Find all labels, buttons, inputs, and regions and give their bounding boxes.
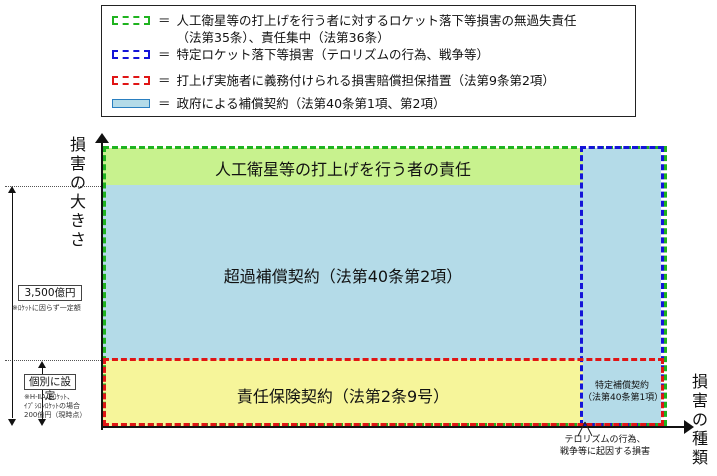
amount-label: 3,500億円 <box>24 287 76 299</box>
legend-text: 政府による補償契約（法第40条第1項、第2項） <box>176 96 446 111</box>
legend-item-fill: ＝ 政府による補償契約（法第40条第1項、第2項） <box>102 95 445 112</box>
blue-dashed-swatch-icon <box>112 50 150 59</box>
operator-liability-region <box>103 148 583 185</box>
specific-compensation-label: 特定補償契約 （法第40条第1項） <box>583 380 664 404</box>
legend-text: 特定ロケット落下等損害（テロリズムの行為、戦争等） <box>176 47 490 62</box>
blue-fill-swatch-icon <box>112 99 150 108</box>
legend-equals: ＝ <box>158 13 171 28</box>
dotted-guide-top <box>5 186 101 187</box>
amount-arrow-up-icon <box>8 186 16 193</box>
individual-note-line2: ｲﾌﾟｼﾛﾝﾛｹｯﾄの場合 <box>24 402 80 410</box>
x-axis-line <box>101 426 686 428</box>
operator-liability-label: 人工衛星等の打上げを行う者の責任 <box>214 160 471 179</box>
specific-compensation-region <box>583 360 661 426</box>
excess-compensation-region <box>103 185 661 360</box>
legend-equals: ＝ <box>158 73 171 88</box>
dotted-guide-mid <box>5 360 101 361</box>
amount-dimension-line <box>12 192 13 418</box>
terror-callout-lines <box>577 421 593 437</box>
individual-dimension-line <box>42 367 43 419</box>
legend-item-green: ＝ 人工衛星等の打上げを行う者に対するロケット落下等損害の無過失責任 （法第35… <box>102 12 577 46</box>
terror-callout: テロリズムの行為、 戦争等に起因する損害 <box>540 434 670 458</box>
top-right-compensation-region <box>583 148 661 185</box>
amount-note: ※ﾛｹｯﾄに因らず一定額 <box>12 304 81 312</box>
liability-insurance-region <box>103 360 583 426</box>
legend-equals: ＝ <box>158 47 171 62</box>
terror-callout-line1: テロリズムの行為、 <box>564 435 646 445</box>
liability-insurance-label: 責任保険契約（法第2条9号） <box>236 387 450 406</box>
individual-note-line1: ※H-ⅡA/Bﾛｹｯﾄ、 <box>24 393 75 401</box>
legend-item-blue: ＝ 特定ロケット落下等損害（テロリズムの行為、戦争等） <box>102 46 489 63</box>
individual-arrow-up-icon <box>38 361 46 368</box>
amount-box: 3,500億円 <box>18 285 82 301</box>
x-axis-arrow-icon <box>684 420 694 434</box>
y-axis-arrow-icon <box>95 133 109 143</box>
excess-compensation-label: 超過補償契約（法第40条第2項） <box>223 267 463 286</box>
red-dashed-outline <box>103 358 664 426</box>
specific-compensation-line2: （法第40条第1項） <box>583 393 664 403</box>
x-axis-label: 損害の種類 <box>691 372 708 467</box>
legend: ＝ 人工衛星等の打上げを行う者に対するロケット落下等損害の無過失責任 （法第35… <box>101 5 636 117</box>
specific-compensation-line1: 特定補償契約 <box>594 381 649 391</box>
individual-label: 個別に設定 <box>29 376 71 402</box>
individual-box: 個別に設定 <box>24 374 76 402</box>
legend-item-red: ＝ 打上げ実施者に義務付けられる損害賠償担保措置（法第9条第2項） <box>102 72 555 89</box>
individual-note-line3: 200億円（現時点） <box>24 411 87 419</box>
legend-text: （法第35条）、責任集中（法第36条） <box>176 30 390 45</box>
callout-line-right <box>584 421 593 437</box>
terror-callout-line2: 戦争等に起因する損害 <box>559 447 650 457</box>
legend-equals: ＝ <box>158 96 171 111</box>
legend-text: 打上げ実施者に義務付けられる損害賠償担保措置（法第9条第2項） <box>176 73 555 88</box>
red-dashed-swatch-icon <box>112 76 150 85</box>
amount-arrow-down-icon <box>8 419 16 426</box>
individual-note: ※H-ⅡA/Bﾛｹｯﾄ、 ｲﾌﾟｼﾛﾝﾛｹｯﾄの場合 200億円（現時点） <box>24 393 102 420</box>
y-axis-line <box>101 140 103 430</box>
green-dashed-swatch-icon <box>112 16 150 25</box>
y-axis-label: 損害の大きさ <box>69 135 86 249</box>
legend-text: 人工衛星等の打上げを行う者に対するロケット落下等損害の無過失責任 <box>176 13 577 28</box>
callout-line-left <box>577 421 586 437</box>
individual-arrow-down-icon <box>38 419 46 426</box>
